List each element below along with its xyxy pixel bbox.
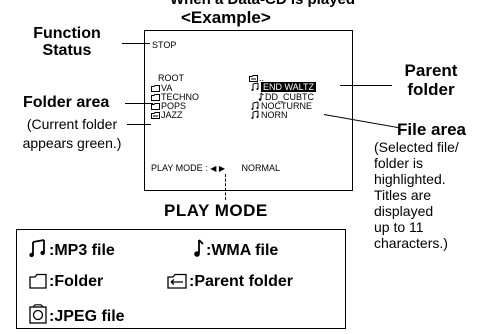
function-status-line-1: Function <box>33 25 101 42</box>
play-mode-leader <box>225 174 226 200</box>
folder-item-label: TECHNO <box>161 92 199 102</box>
file-item-label-selected: END WALTZ <box>261 82 316 92</box>
play-mode-right-arrow-icon[interactable]: ▶ <box>218 164 226 173</box>
wma-file-icon <box>194 239 204 257</box>
legend-mp3-label: :MP3 file <box>49 242 115 259</box>
file-area-note-line-7: characters.) <box>374 235 448 251</box>
mp3-file-icon <box>251 101 259 110</box>
folder-icon <box>29 273 47 289</box>
legend-wma-label: :WMA file <box>206 242 279 259</box>
folder-icon <box>151 103 160 110</box>
parent-folder-entry-label: .. <box>259 73 265 83</box>
legend-wma: :WMA file <box>192 238 278 260</box>
file-item-label: NORN <box>261 110 288 120</box>
folder-icon <box>151 94 160 101</box>
file-area-note-line-4: Titles are <box>374 187 432 203</box>
folder-area-label: Folder area <box>23 94 110 111</box>
file-item-4[interactable]: NORN <box>251 110 288 120</box>
mp3-file-icon <box>251 110 259 119</box>
status-text: STOP <box>152 40 177 50</box>
folder-area-note: (Current folder appears green.) <box>2 115 142 153</box>
file-item-2[interactable]: DD_CUBTC <box>257 92 314 102</box>
file-item-1[interactable]: END WALTZ <box>251 82 316 92</box>
play-mode-caption: PLAY MODE <box>164 201 268 220</box>
parent-folder-icon <box>249 75 258 82</box>
top-caption: When a Data-CD is played <box>170 0 355 8</box>
file-area-note-line-5: displayed <box>374 203 434 219</box>
play-mode-label: PLAY MODE : <box>151 163 208 173</box>
function-status-line-2: Status <box>42 42 92 59</box>
legend-folder-label: :Folder <box>49 273 104 290</box>
folder-note-leader <box>127 124 151 125</box>
file-area-note: (Selected file/ folder is highlighted. T… <box>374 139 459 251</box>
play-mode-row: PLAY MODE : ◀ ▶ NORMAL <box>151 163 280 174</box>
folder-area-leader <box>125 103 153 104</box>
legend-jpeg: :JPEG file <box>29 304 125 326</box>
parent-folder-label: Parent folder <box>396 61 466 99</box>
folder-item-label: JAZZ <box>161 110 183 120</box>
file-item-label: DD_CUBTC <box>265 92 315 102</box>
file-area-note-line-2: folder is <box>374 155 424 171</box>
folder-area-note-line-2: appears green.) <box>22 135 122 151</box>
legend-jpeg-label: :JPEG file <box>49 308 125 325</box>
file-item-3[interactable]: NOCTURNE <box>251 101 312 111</box>
file-area-note-line-6: up to 11 <box>374 219 424 235</box>
parent-folder-entry: .. <box>249 73 264 83</box>
folder-item-label: VA <box>161 83 173 93</box>
folder-item-3: POPS <box>151 101 186 111</box>
parent-folder-line-1: Parent <box>404 61 458 80</box>
play-mode-left-arrow-icon[interactable]: ◀ <box>210 164 217 173</box>
parent-folder-leader <box>340 85 392 86</box>
folder-item-4: JAZZ <box>151 110 183 120</box>
parent-folder-line-2: folder <box>407 80 455 99</box>
mp3-file-icon <box>29 239 45 258</box>
file-area-note-line-3: highlighted. <box>374 171 446 187</box>
mp3-file-icon <box>251 82 259 91</box>
parent-folder-icon <box>151 112 160 119</box>
play-mode-value: NORMAL <box>241 163 281 173</box>
icon-legend: :MP3 file :WMA file :Folder :Parent fold… <box>16 229 346 329</box>
folder-item-1: VA <box>151 83 172 93</box>
wma-file-icon <box>258 92 264 101</box>
parent-folder-icon <box>167 273 187 289</box>
file-area-note-line-1: (Selected file/ <box>374 139 459 155</box>
example-label: <Example> <box>181 8 271 27</box>
folder-item-label: POPS <box>161 101 187 111</box>
display-screen: STOP ROOT VA TECHNO POPS JAZZ .. END WAL… <box>144 30 353 191</box>
legend-parent: :Parent folder <box>167 273 293 291</box>
folder-area-note-line-1: (Current folder <box>26 116 118 132</box>
jpeg-file-icon <box>29 304 47 324</box>
legend-parent-label: :Parent folder <box>189 273 294 290</box>
folder-item-2: TECHNO <box>151 92 199 102</box>
function-status-leader <box>122 43 150 44</box>
legend-mp3: :MP3 file <box>29 238 115 260</box>
root-label: ROOT <box>158 73 184 83</box>
file-area-label: File area <box>397 120 466 139</box>
folder-icon <box>151 85 160 92</box>
function-status-label: Function Status <box>12 25 122 59</box>
legend-folder: :Folder <box>29 273 103 291</box>
file-item-label: NOCTURNE <box>261 101 312 111</box>
